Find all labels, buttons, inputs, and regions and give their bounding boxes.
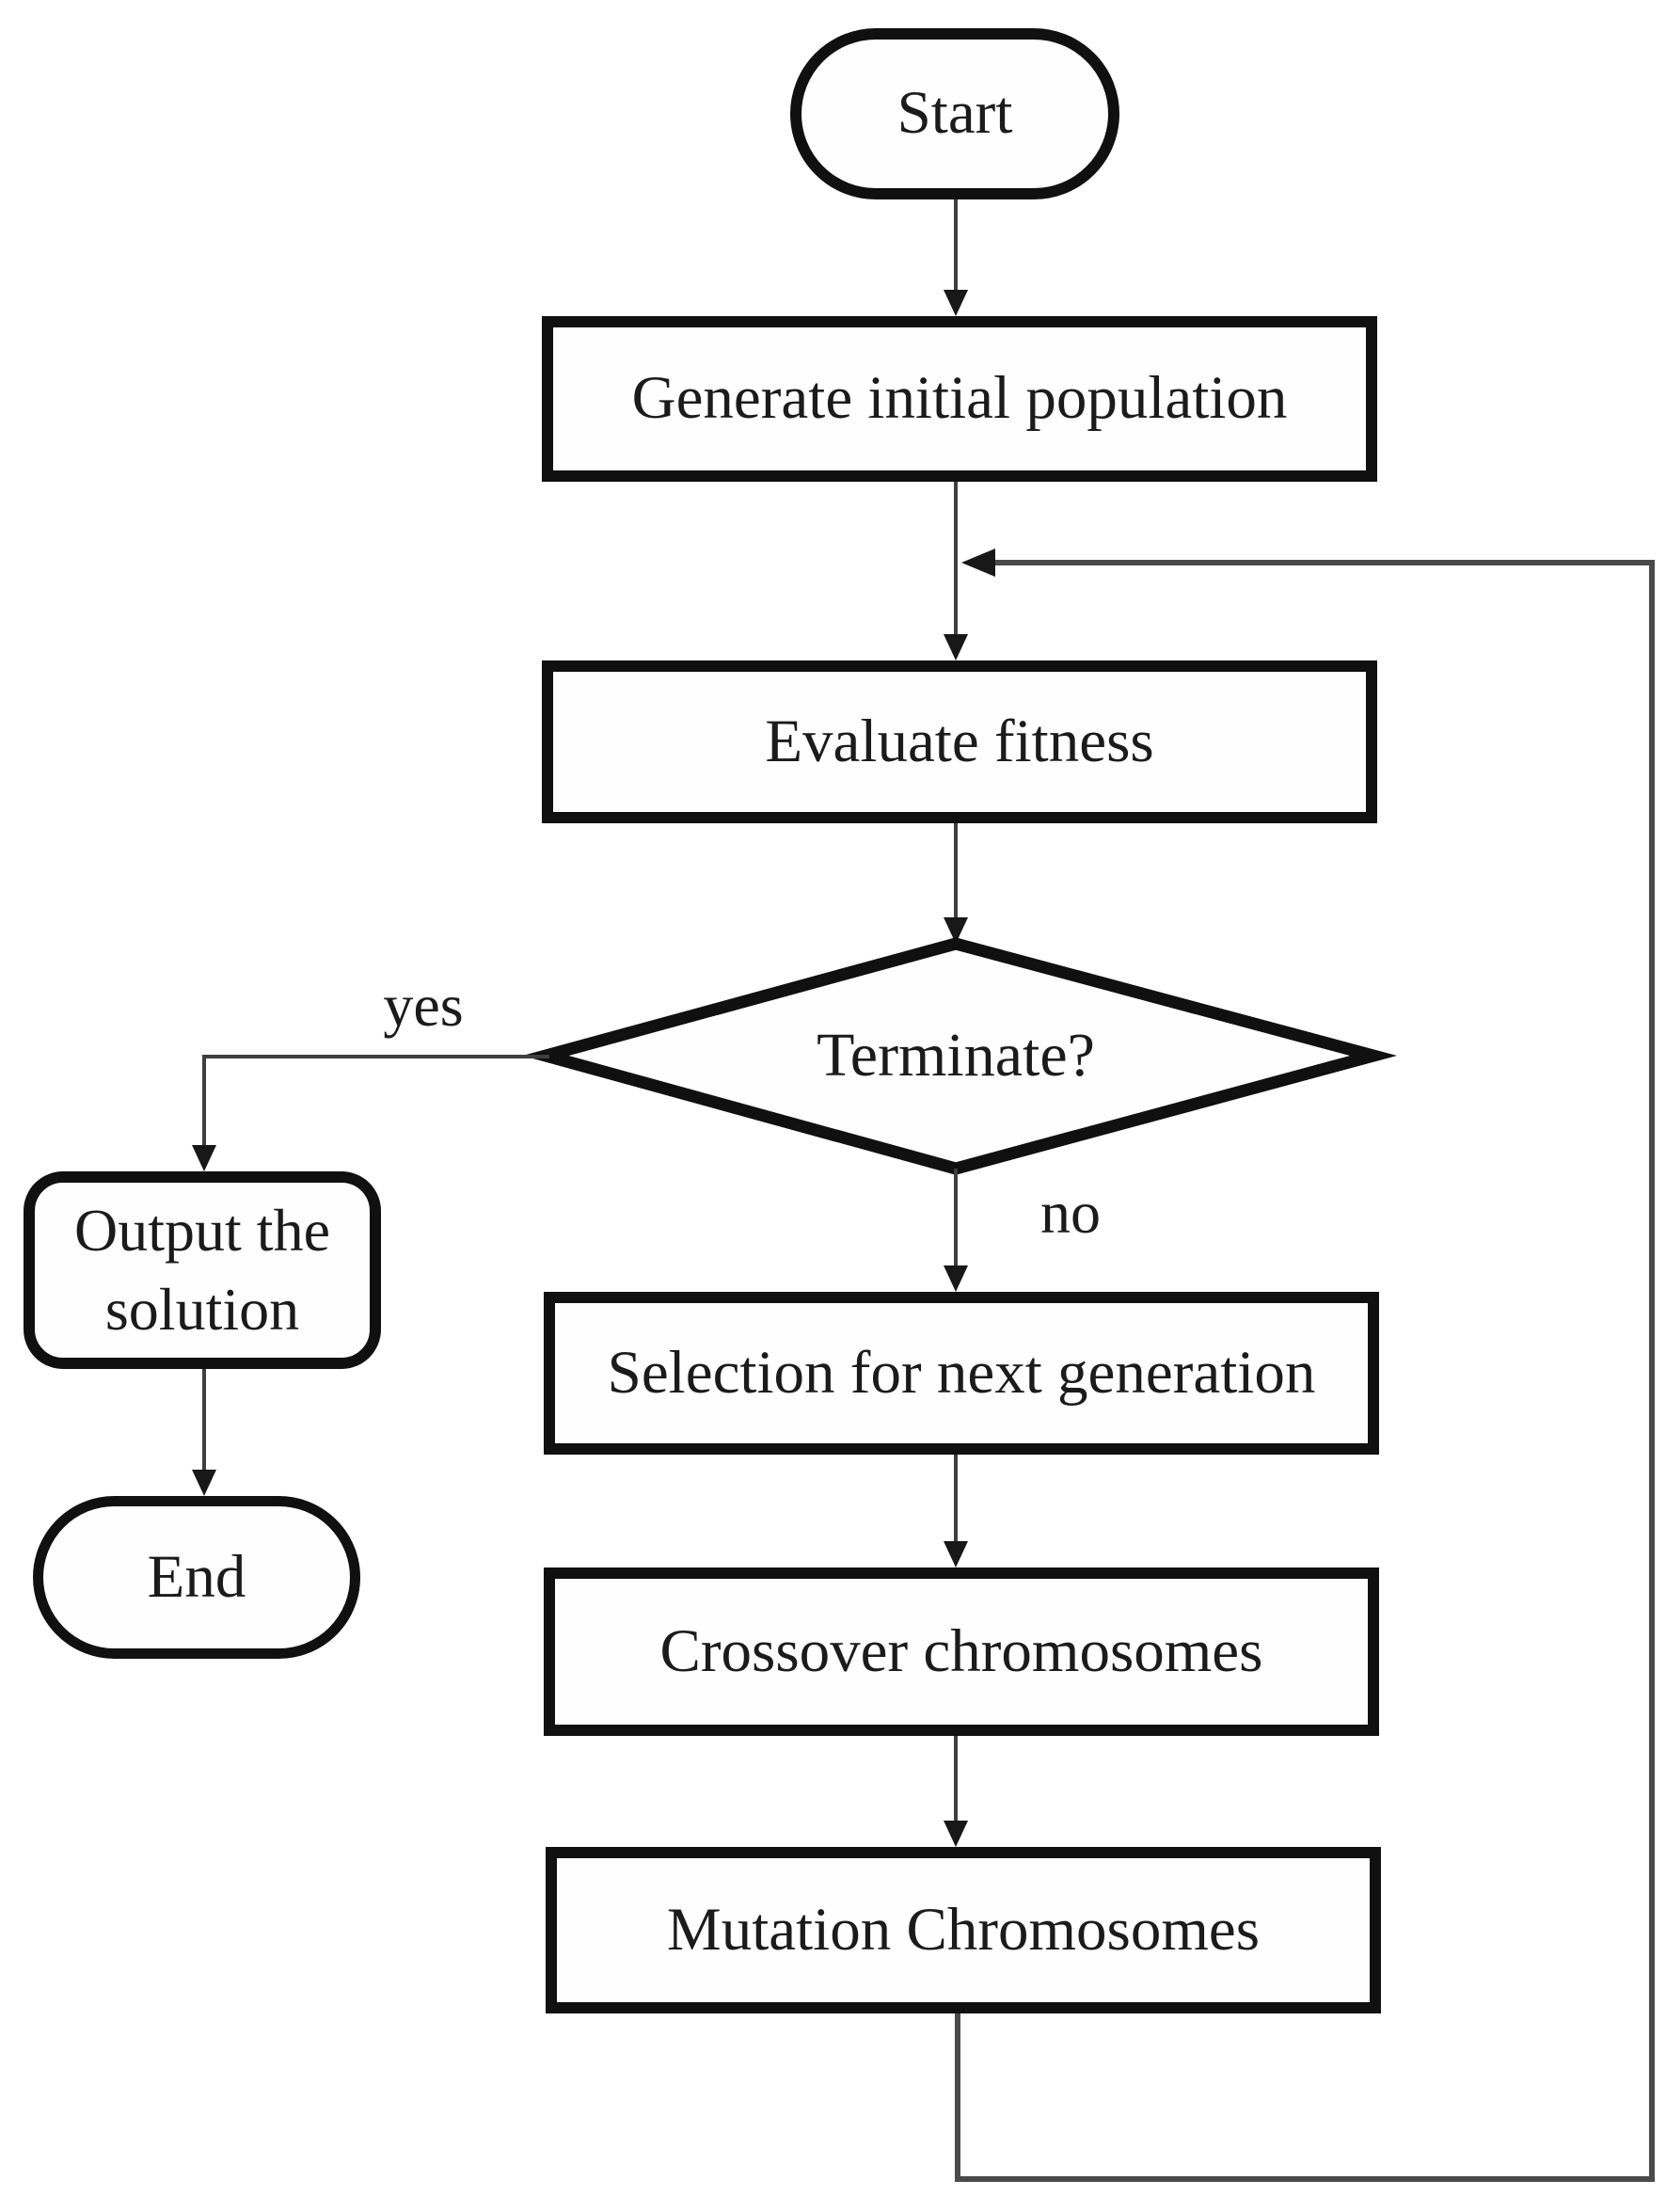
node-generate-label: Generate initial population [631,364,1288,433]
node-end-label: End [147,1542,246,1611]
node-output-label: Output the solution [74,1196,330,1343]
node-crossover-label: Crossover chromosomes [659,1616,1263,1685]
node-evaluate-fitness: Evaluate fitness [542,660,1377,823]
arrowhead-end-icon [192,1470,216,1496]
node-terminate-decision-label: Terminate? [674,1009,1238,1103]
no-text: no [1040,1179,1101,1246]
node-mutation-label: Mutation Chromosomes [666,1895,1261,1964]
node-start: Start [790,28,1119,199]
arrowhead-selection-icon [944,1265,968,1292]
yes-text: yes [383,972,464,1039]
node-mutation-chromosomes: Mutation Chromosomes [546,1847,1381,2013]
arrowhead-crossover-icon [944,1541,968,1567]
node-start-label: Start [896,79,1013,148]
arrowhead-evaluate-icon [944,634,968,660]
decision-text: Terminate? [817,1021,1095,1090]
node-generate-initial-population: Generate initial population [542,316,1377,482]
edge-label-no: no [1014,1178,1127,1248]
arrowhead-generate-icon [944,290,968,316]
node-end: End [33,1496,360,1659]
arrowhead-decision-icon [944,917,968,944]
edge-loop-back [955,560,1655,2182]
edge-decision-output [202,1055,549,1147]
node-selection-next-generation: Selection for next generation [544,1292,1379,1455]
arrowhead-output-icon [192,1145,216,1171]
node-output-solution: Output the solution [24,1171,381,1369]
node-crossover-chromosomes: Crossover chromosomes [544,1567,1379,1736]
arrowhead-loop-left-icon [961,549,995,577]
arrowhead-mutation-icon [944,1821,968,1847]
node-evaluate-label: Evaluate fitness [765,707,1154,775]
edge-label-yes: yes [357,971,489,1041]
node-selection-label: Selection for next generation [607,1338,1316,1407]
